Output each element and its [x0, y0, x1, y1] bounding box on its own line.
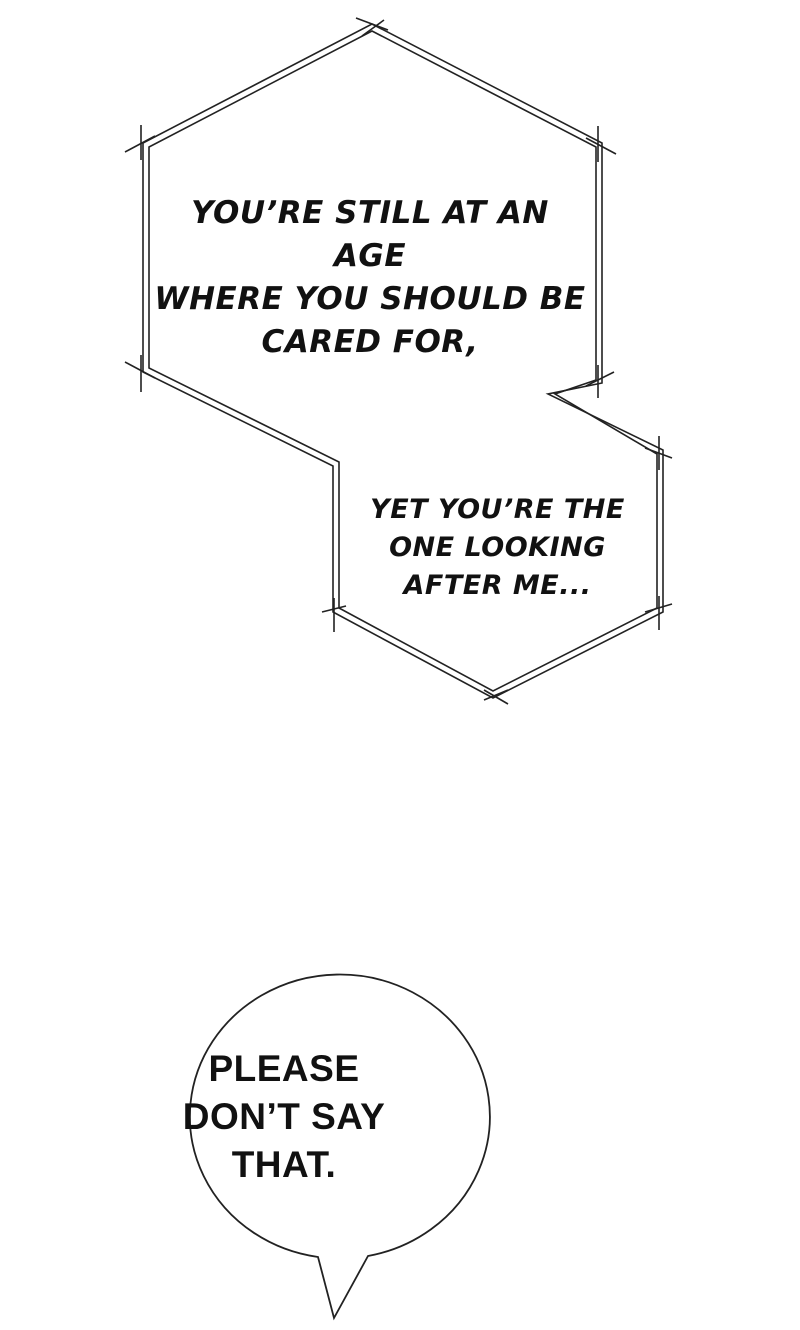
caption-2-line: AFTER ME... [403, 570, 592, 601]
speech-line: THAT. [231, 1144, 337, 1185]
caption-text-1: YOU’RE STILL AT AN AGE WHERE YOU SHOULD … [150, 192, 590, 364]
speech-line: PLEASE [208, 1048, 360, 1089]
caption-2-line: ONE LOOKING [389, 532, 606, 563]
speech-bubble [188, 973, 491, 1321]
caption-frame-inner [148, 30, 658, 692]
caption-frame-outer [142, 23, 664, 699]
caption-2-line: YET YOU’RE THE [370, 494, 625, 525]
speech-bubble-outline [188, 973, 491, 1321]
speech-line: DON’T SAY [182, 1096, 386, 1137]
caption-1-line: CARED FOR, [261, 324, 479, 360]
speech-bubble-text: PLEASE DON’T SAY THAT. [150, 1045, 418, 1189]
caption-1-line: YOU’RE STILL AT AN AGE [191, 195, 549, 274]
caption-text-2: YET YOU’RE THE ONE LOOKING AFTER ME... [355, 491, 640, 605]
caption-frame [124, 17, 673, 705]
caption-1-line: WHERE YOU SHOULD BE [154, 281, 586, 317]
